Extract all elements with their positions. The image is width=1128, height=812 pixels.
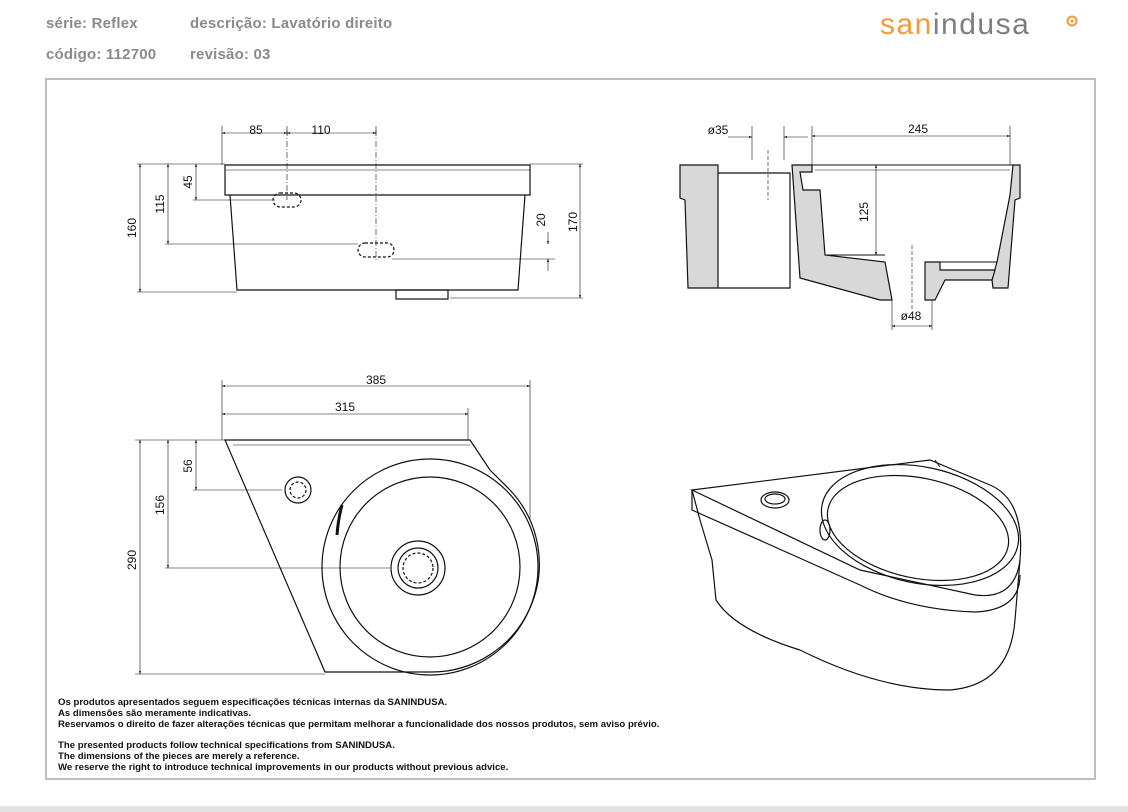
perspective-overflow bbox=[819, 519, 831, 541]
dim-d48: ø48 bbox=[901, 309, 922, 323]
side-view-inner-profile bbox=[718, 172, 791, 289]
logo-mark-icon bbox=[1066, 15, 1078, 27]
dim-385: 385 bbox=[366, 373, 386, 387]
top-view-overflow-slot bbox=[335, 504, 344, 536]
dim-160: 160 bbox=[125, 218, 139, 238]
top-view-tap-hole bbox=[284, 476, 312, 504]
perspective-bowl-rim bbox=[820, 463, 1020, 587]
side-view bbox=[679, 164, 1021, 301]
dim-56: 56 bbox=[181, 459, 195, 473]
bottom-bar bbox=[0, 806, 1128, 812]
front-view-dimensions bbox=[137, 126, 583, 299]
perspective-front-face bbox=[691, 489, 801, 651]
sanindusa-logo: sanindusa bbox=[880, 8, 1078, 42]
dim-110: 110 bbox=[311, 123, 330, 137]
top-view-tap-hole-inner bbox=[289, 481, 307, 499]
serie-label: série: Reflex bbox=[46, 15, 138, 32]
side-view-dimensions bbox=[728, 126, 1011, 330]
dim-115: 115 bbox=[153, 194, 167, 213]
side-view-drain-section bbox=[924, 261, 996, 301]
side-view-right-wall bbox=[991, 164, 1021, 289]
perspective-top-outline bbox=[689, 459, 1022, 597]
perspective-front-rim bbox=[691, 490, 1021, 613]
revision-label: revisão: 03 bbox=[190, 46, 271, 63]
note-pt-3: Reservamos o direito de fazer alterações… bbox=[58, 719, 660, 730]
dim-20: 20 bbox=[534, 213, 548, 227]
dim-125: 125 bbox=[857, 202, 871, 222]
top-view-drain-center bbox=[402, 552, 434, 584]
side-view-basin-wall bbox=[791, 164, 893, 301]
top-view-rim bbox=[321, 458, 539, 676]
note-en-3: We reserve the right to introduce techni… bbox=[58, 762, 509, 773]
perspective-tap-hole bbox=[760, 491, 790, 509]
front-view-rim bbox=[224, 164, 531, 196]
note-en-1: The presented products follow technical … bbox=[58, 740, 395, 751]
perspective-bowl-body bbox=[799, 559, 1021, 691]
logo-part-2: indusa bbox=[932, 8, 1031, 41]
dim-315: 315 bbox=[335, 400, 355, 414]
dim-85: 85 bbox=[249, 123, 263, 137]
front-view-body bbox=[229, 194, 526, 291]
dim-290: 290 bbox=[125, 550, 139, 570]
front-view bbox=[224, 130, 531, 300]
front-view-drain bbox=[395, 289, 449, 300]
top-view-drain-outer bbox=[390, 540, 446, 596]
note-en-2: The dimensions of the pieces are merely … bbox=[58, 751, 300, 762]
top-view bbox=[224, 439, 540, 676]
perspective-bowl-inner bbox=[826, 474, 1010, 582]
top-view-drain-inner bbox=[397, 547, 439, 589]
note-pt-2: As dimensões são meramente indicativas. bbox=[58, 708, 252, 719]
notes-en: The presented products follow technical … bbox=[58, 740, 508, 773]
side-view-basin-bottom bbox=[811, 164, 1013, 263]
logo-part-1: san bbox=[880, 8, 933, 41]
dim-170: 170 bbox=[566, 212, 580, 232]
perspective-tap-hole-inner bbox=[764, 493, 786, 505]
code-label: código: 112700 bbox=[46, 46, 157, 63]
side-view-left-wall bbox=[679, 164, 719, 289]
notes-pt: Os produtos apresentados seguem especifi… bbox=[58, 697, 659, 730]
note-pt-1: Os produtos apresentados seguem especifi… bbox=[58, 697, 448, 708]
dim-45: 45 bbox=[181, 175, 195, 189]
top-view-bowl bbox=[339, 476, 521, 658]
dim-156: 156 bbox=[153, 495, 167, 515]
dim-245: 245 bbox=[908, 122, 928, 136]
top-view-outline bbox=[224, 439, 540, 673]
description-label: descrição: Lavatório direito bbox=[190, 15, 393, 32]
dim-d35: ø35 bbox=[708, 123, 729, 137]
top-view-dimensions bbox=[135, 380, 531, 675]
perspective-view bbox=[689, 459, 1022, 691]
drawing-frame bbox=[45, 78, 1096, 780]
